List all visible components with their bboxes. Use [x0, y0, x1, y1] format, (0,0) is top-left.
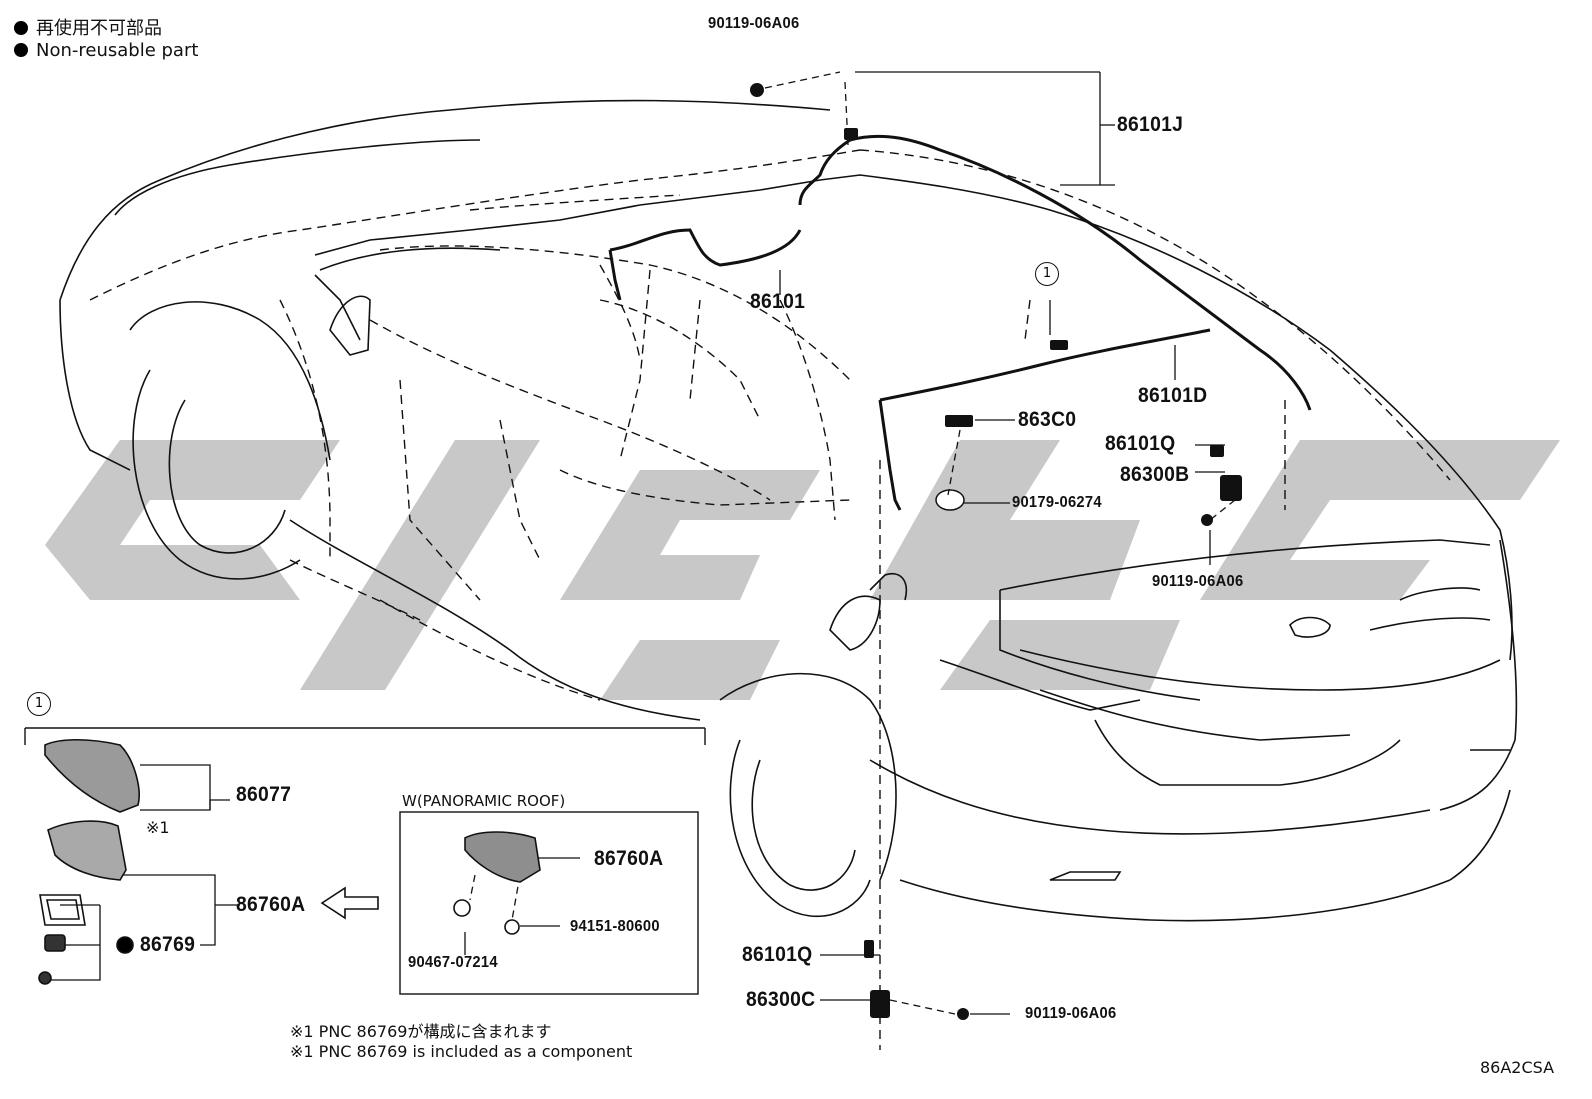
detail-frame [24, 727, 706, 995]
detail-callout[interactable]: 1 [1035, 262, 1059, 286]
footnote-jp: ※1 PNC 86769が構成に含まれます [290, 1022, 552, 1041]
part-label[interactable]: 86101J [1117, 113, 1184, 136]
part-label[interactable]: 90119-06A06 [1152, 573, 1244, 590]
part-label[interactable]: 90467-07214 [408, 954, 498, 971]
box-title: W(PANORAMIC ROOF) [402, 792, 566, 810]
part-label[interactable]: 90119-06A06 [1025, 1005, 1117, 1022]
part-label[interactable]: 86101Q [1105, 432, 1176, 455]
part-label[interactable]: 94151-80600 [570, 918, 660, 935]
part-label[interactable]: 86300B [1120, 463, 1190, 486]
part-label[interactable]: 90179-06274 [1012, 494, 1102, 511]
part-label[interactable]: 86760A [236, 893, 306, 916]
car-body-outline [59, 99, 1518, 922]
legend-jp-text: 再使用不可部品 [36, 18, 162, 39]
part-label[interactable]: 86300C [746, 988, 816, 1011]
note-mark: ※1 [146, 818, 170, 837]
part-label[interactable]: 86101 [750, 290, 806, 313]
footnote-en: ※1 PNC 86769 is included as a component [290, 1042, 633, 1061]
detail-callout[interactable]: 1 [27, 692, 51, 716]
dashed-fastener-lines [469, 71, 1236, 1015]
watermark-logo [45, 440, 1560, 700]
legend-jp: 再使用不可部品 [14, 14, 162, 40]
drawing-code: 86A2CSA [1480, 1058, 1555, 1077]
interior-hidden-lines [89, 149, 1451, 1050]
harness-connectors [750, 83, 1242, 1020]
part-label[interactable]: 86101Q [742, 943, 813, 966]
part-label[interactable]: 86077 [236, 783, 292, 806]
non-reusable-dot-icon [14, 21, 28, 35]
legend-en-text: Non-reusable part [36, 40, 199, 61]
antenna-parts-detail [38, 739, 541, 985]
part-label[interactable]: 86760A [594, 847, 664, 870]
direction-arrow [320, 886, 379, 920]
roof-harness-wire [608, 134, 1312, 511]
part-label[interactable]: 86101D [1138, 384, 1208, 407]
part-label[interactable]: 86769 [140, 933, 196, 956]
part-label[interactable]: 90119-06A06 [708, 15, 800, 32]
legend-en: Non-reusable part [14, 40, 198, 61]
non-reusable-dot-icon [14, 43, 28, 57]
part-label[interactable]: 863C0 [1018, 408, 1077, 431]
leader-lines [50, 71, 1225, 1015]
